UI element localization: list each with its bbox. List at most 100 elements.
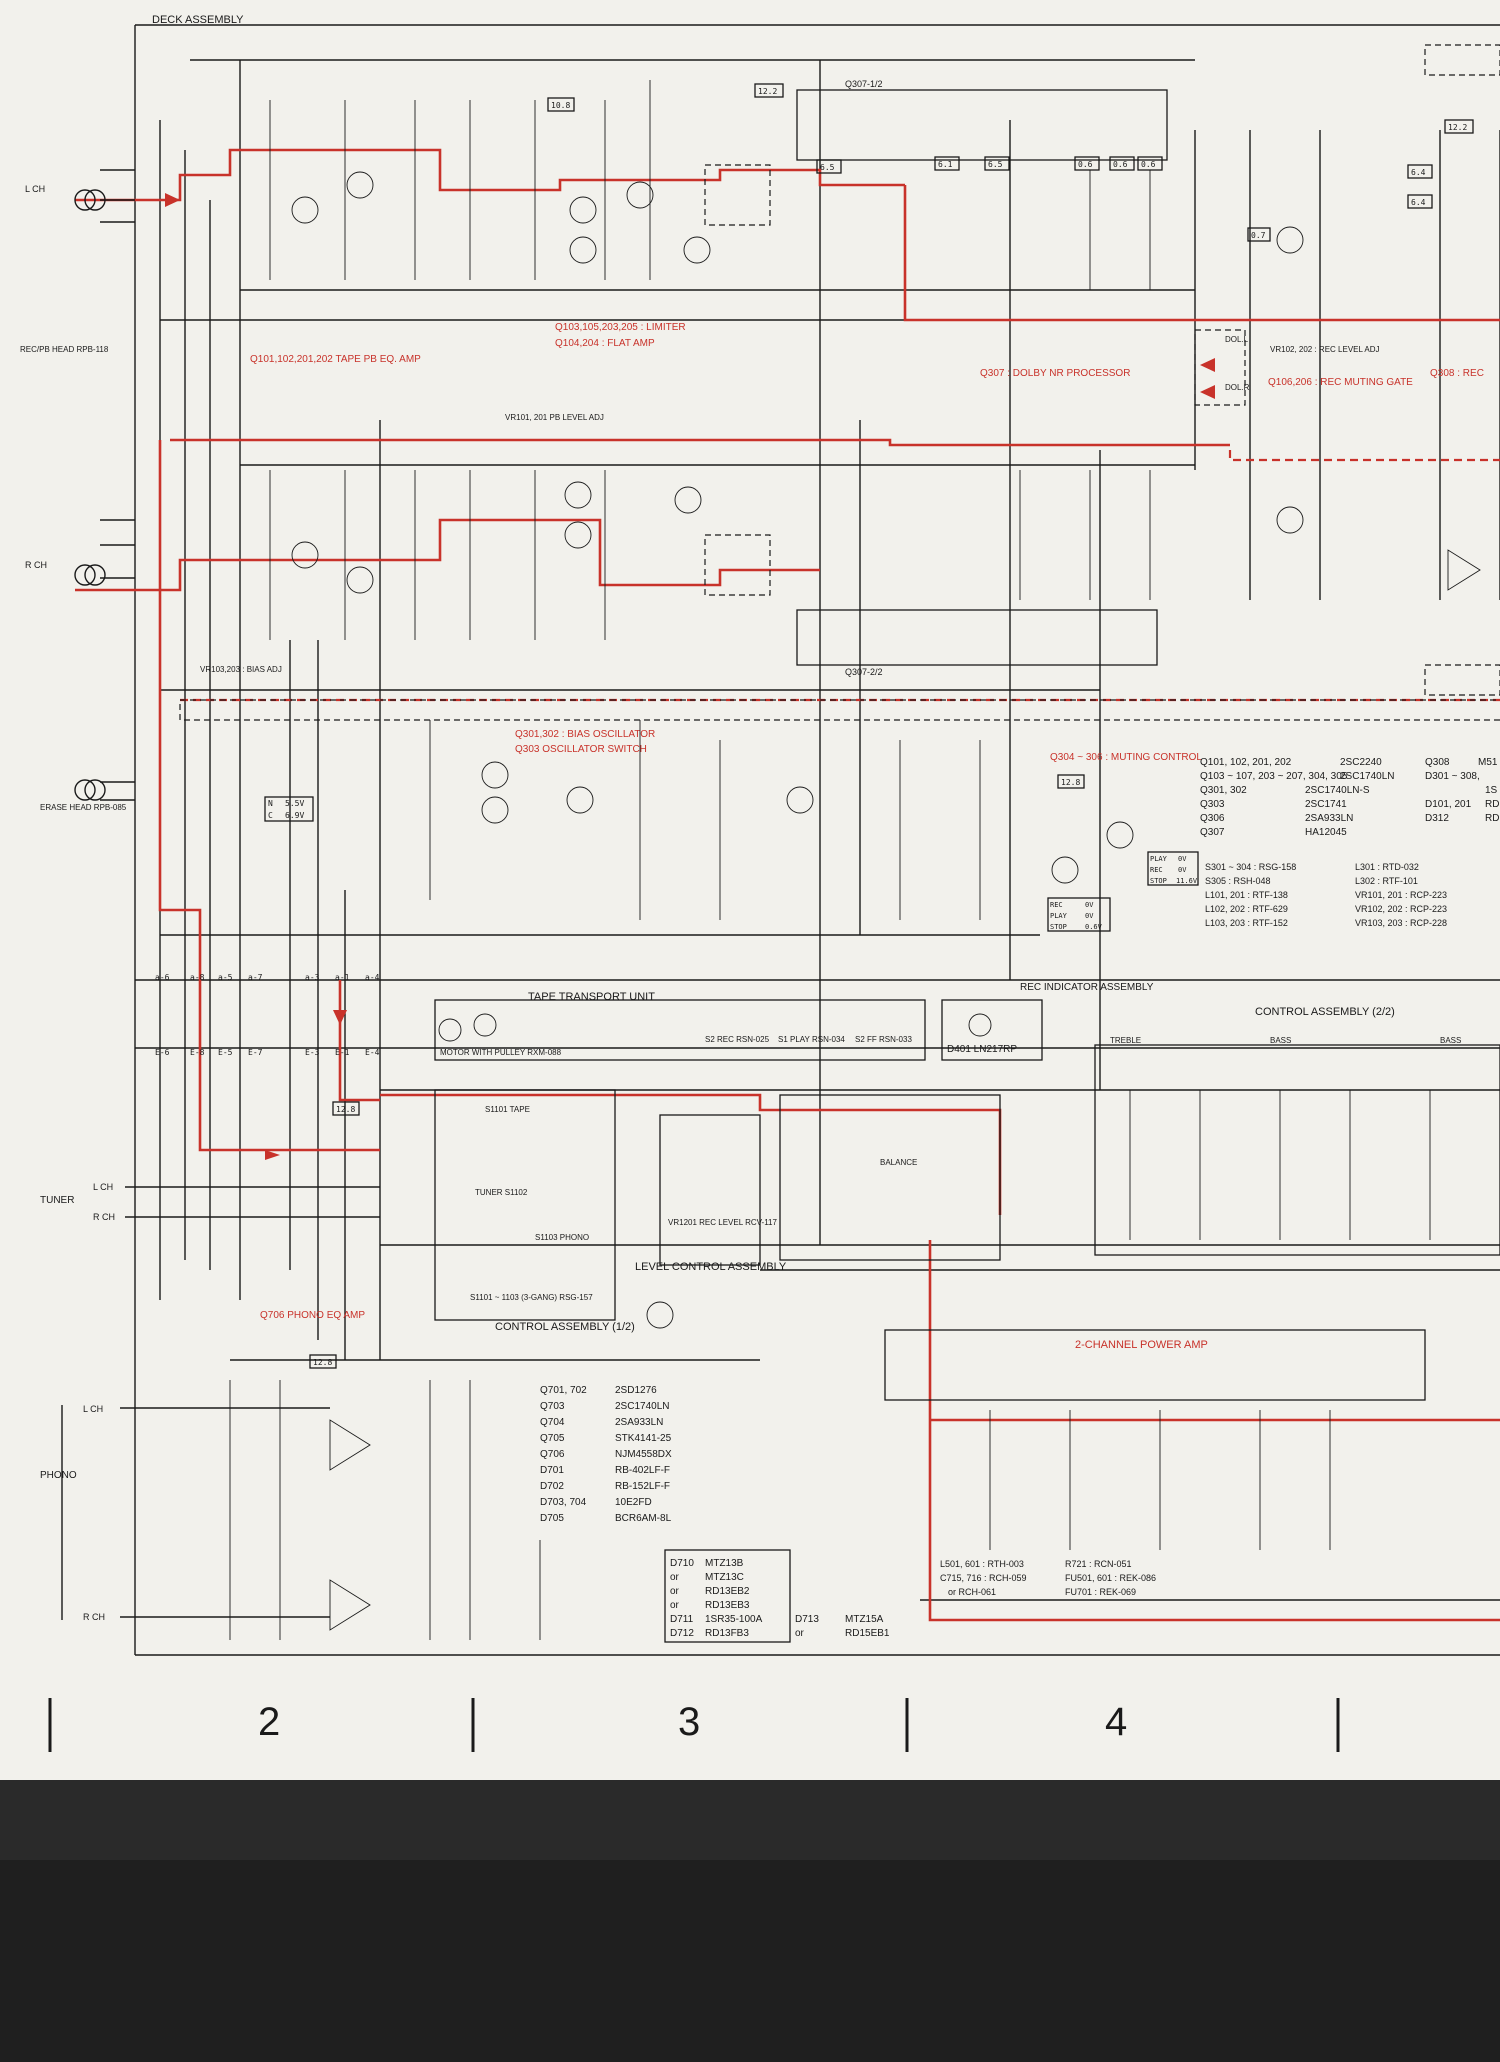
voltage-9: 6.4: [1411, 168, 1426, 177]
voltage-5: 0.6: [1078, 160, 1093, 169]
schematic-diagram: DECK ASSEMBLY 2 3 4: [20, 14, 1500, 1752]
erase-head-label: ERASE HEAD RPB-085: [40, 803, 127, 812]
d401-label: D401 LN217RP: [947, 1044, 1017, 1055]
conn-e-5: E-1: [335, 1048, 350, 1057]
q700-table: Q701, 702 2SD1276 Q703 2SC1740LN Q704 2S…: [540, 1385, 672, 1524]
motor-icon: [473, 1013, 497, 1037]
q700-2-a: Q704: [540, 1417, 565, 1428]
semi-2-b: 2SC1740LN-S: [1305, 785, 1370, 796]
q307-2-label: Q307-2/2: [845, 667, 883, 677]
muting-control-label: Q304 ~ 306 : MUTING CONTROL: [1050, 752, 1202, 763]
mode1-r2-a: STOP: [1150, 877, 1167, 885]
mode2-r1-a: PLAY: [1050, 912, 1068, 920]
parts-table: S301 ~ 304 : RSG-158 L301 : RTD-032 S305…: [1205, 862, 1447, 928]
voltage-2: 6.5: [820, 163, 835, 172]
semi-r2-b: RD: [1485, 799, 1499, 810]
semi-r3-a: D312: [1425, 813, 1449, 824]
voltage-3: 6.1: [938, 160, 953, 169]
coil-0-b: R721 : RCN-051: [1065, 1559, 1132, 1569]
q700-5-b: RB-402LF-F: [615, 1465, 670, 1476]
mode3-r0-b: 5.5V: [285, 799, 304, 808]
grid-ruler: 2 3 4: [48, 1698, 1340, 1752]
zen2-1-b: RD15EB1: [845, 1628, 890, 1639]
parts-1-a: S305 : RSH-048: [1205, 876, 1271, 886]
q700-6-a: D702: [540, 1481, 564, 1492]
semi-1-b: 2SC1740LN: [1340, 771, 1394, 782]
semi-1-a: Q103 ~ 107, 203 ~ 207, 304, 305: [1200, 771, 1348, 782]
phono-rch-label: R CH: [83, 1612, 105, 1622]
transistor-symbols: [291, 171, 1304, 1329]
semi-r0-b: M51: [1478, 757, 1498, 768]
mode1-r0-a: PLAY: [1150, 855, 1168, 863]
conn-a-3: a-7: [248, 973, 263, 982]
connector-row-a: a-6 a-8 a-5 a-7 a-3 a-1 a-4: [155, 973, 380, 982]
q700-7-b: 10E2FD: [615, 1497, 652, 1508]
power-amp-label: 2-CHANNEL POWER AMP: [1075, 1339, 1208, 1351]
muting-gate-label: Q106,206 : REC MUTING GATE: [1268, 377, 1413, 388]
voltage-7: 0.6: [1141, 160, 1156, 169]
deck-assembly-title: DECK ASSEMBLY: [152, 14, 244, 26]
s1101-label: S1101 TAPE: [485, 1105, 530, 1114]
signal-path: [75, 148, 1500, 1622]
coil-1-b: FU501, 601 : REK-086: [1065, 1573, 1156, 1583]
zen-5-b: RD13FB3: [705, 1628, 749, 1639]
q700-7-a: D703, 704: [540, 1497, 587, 1508]
semi-r1-a: D301 ~ 308,: [1425, 771, 1480, 782]
dolby-switch-box: DOL.L DOL.R: [1194, 329, 1250, 406]
voltage-6: 0.6: [1113, 160, 1128, 169]
mode3-r0-a: N: [268, 799, 273, 808]
q308-label: Q308 : REC: [1430, 368, 1484, 379]
semi-3-a: Q303: [1200, 799, 1225, 810]
zen-4-a: D711: [670, 1614, 694, 1625]
semi-r0-a: Q308: [1425, 757, 1450, 768]
bass-label-r: BASS: [1440, 1036, 1461, 1045]
q700-2-b: 2SA933LN: [615, 1417, 663, 1428]
rec-level-label: VR1201 REC LEVEL RCV-117: [668, 1218, 777, 1227]
grid-label-2: 2: [258, 1700, 280, 1744]
zen-0-a: D710: [670, 1558, 694, 1569]
voltage-1: 10.8: [551, 101, 570, 110]
voltage-10: 6.4: [1411, 198, 1426, 207]
red-annotations: Q103,105,203,205 : LIMITER Q104,204 : FL…: [200, 322, 1484, 1321]
q700-0-a: Q701, 702: [540, 1385, 587, 1396]
phono-label: PHONO: [40, 1470, 77, 1481]
conn-a-4: a-3: [305, 973, 320, 982]
zen-2-a: or: [670, 1586, 680, 1597]
mode2-r0-b: 0V: [1085, 901, 1094, 909]
conn-e-2: E-5: [218, 1048, 233, 1057]
balance-box: BALANCE: [779, 1094, 1001, 1261]
parts-2-a: L101, 201 : RTF-138: [1205, 890, 1288, 900]
zen-2-b: RD13EB2: [705, 1586, 750, 1597]
coil-1-a: C715, 716 : RCH-059: [940, 1573, 1027, 1583]
coils-table: L501, 601 : RTH-003 R721 : RCN-051 C715,…: [940, 1559, 1156, 1597]
opamp-symbols: [329, 549, 1481, 1631]
vr-rec-label: VR102, 202 : REC LEVEL ADJ: [1270, 345, 1380, 354]
tuner-lch-label: L CH: [93, 1182, 113, 1192]
control-12-label: CONTROL ASSEMBLY (1/2): [495, 1321, 635, 1333]
s2-rec-label: S2 REC RSN-025: [705, 1035, 770, 1044]
mode1-r1-b: 0V: [1178, 866, 1187, 874]
conn-e-6: E-4: [365, 1048, 380, 1057]
tape-pb-label: Q101,102,201,202 TAPE PB EQ. AMP: [250, 354, 421, 365]
semi-r2-a: D101, 201: [1425, 799, 1472, 810]
semi-3-b: 2SC1741: [1305, 799, 1347, 810]
mode2-r2-a: STOP: [1050, 923, 1067, 931]
rec-indicator-label: REC INDICATOR ASSEMBLY: [1020, 982, 1154, 993]
conn-a-0: a-6: [155, 973, 170, 982]
semi-0-a: Q101, 102, 201, 202: [1200, 757, 1292, 768]
vr-pb-label: VR101, 201 PB LEVEL ADJ: [505, 413, 604, 422]
q700-1-b: 2SC1740LN: [615, 1401, 669, 1412]
rec-pb-head-label: REC/PB HEAD RPB-118: [20, 345, 109, 354]
bias-oscillator-box: [179, 699, 1500, 721]
phono-input: PHONO L CH R CH: [40, 1404, 330, 1622]
q700-8-a: D705: [540, 1513, 564, 1524]
l101-shield: [704, 164, 771, 596]
q700-5-a: D701: [540, 1465, 564, 1476]
grid-label-3: 3: [678, 1700, 700, 1744]
parts-3-a: L102, 202 : RTF-629: [1205, 904, 1288, 914]
voltage-13: 12.8: [313, 1358, 332, 1367]
control-assembly-2-box: CONTROL ASSEMBLY (2/2) TREBLE BASS BASS: [1094, 1006, 1500, 1256]
conn-a-5: a-1: [335, 973, 350, 982]
tuner-rch-label: R CH: [93, 1212, 115, 1222]
q307-1-label: Q307-1/2: [845, 79, 883, 89]
